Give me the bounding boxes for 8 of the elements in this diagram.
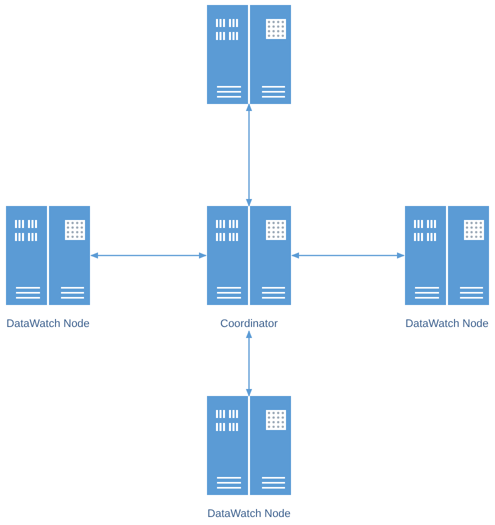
server-label: Coordinator [220, 317, 278, 331]
connector-arrow [246, 103, 252, 207]
server-label: DataWatch Node [6, 317, 90, 331]
connector-arrow [90, 252, 207, 259]
connector-arrow [246, 330, 252, 397]
server-label: DataWatch Node [405, 317, 489, 331]
server-label: DataWatch Node [207, 507, 291, 521]
connector-arrow [291, 252, 405, 259]
